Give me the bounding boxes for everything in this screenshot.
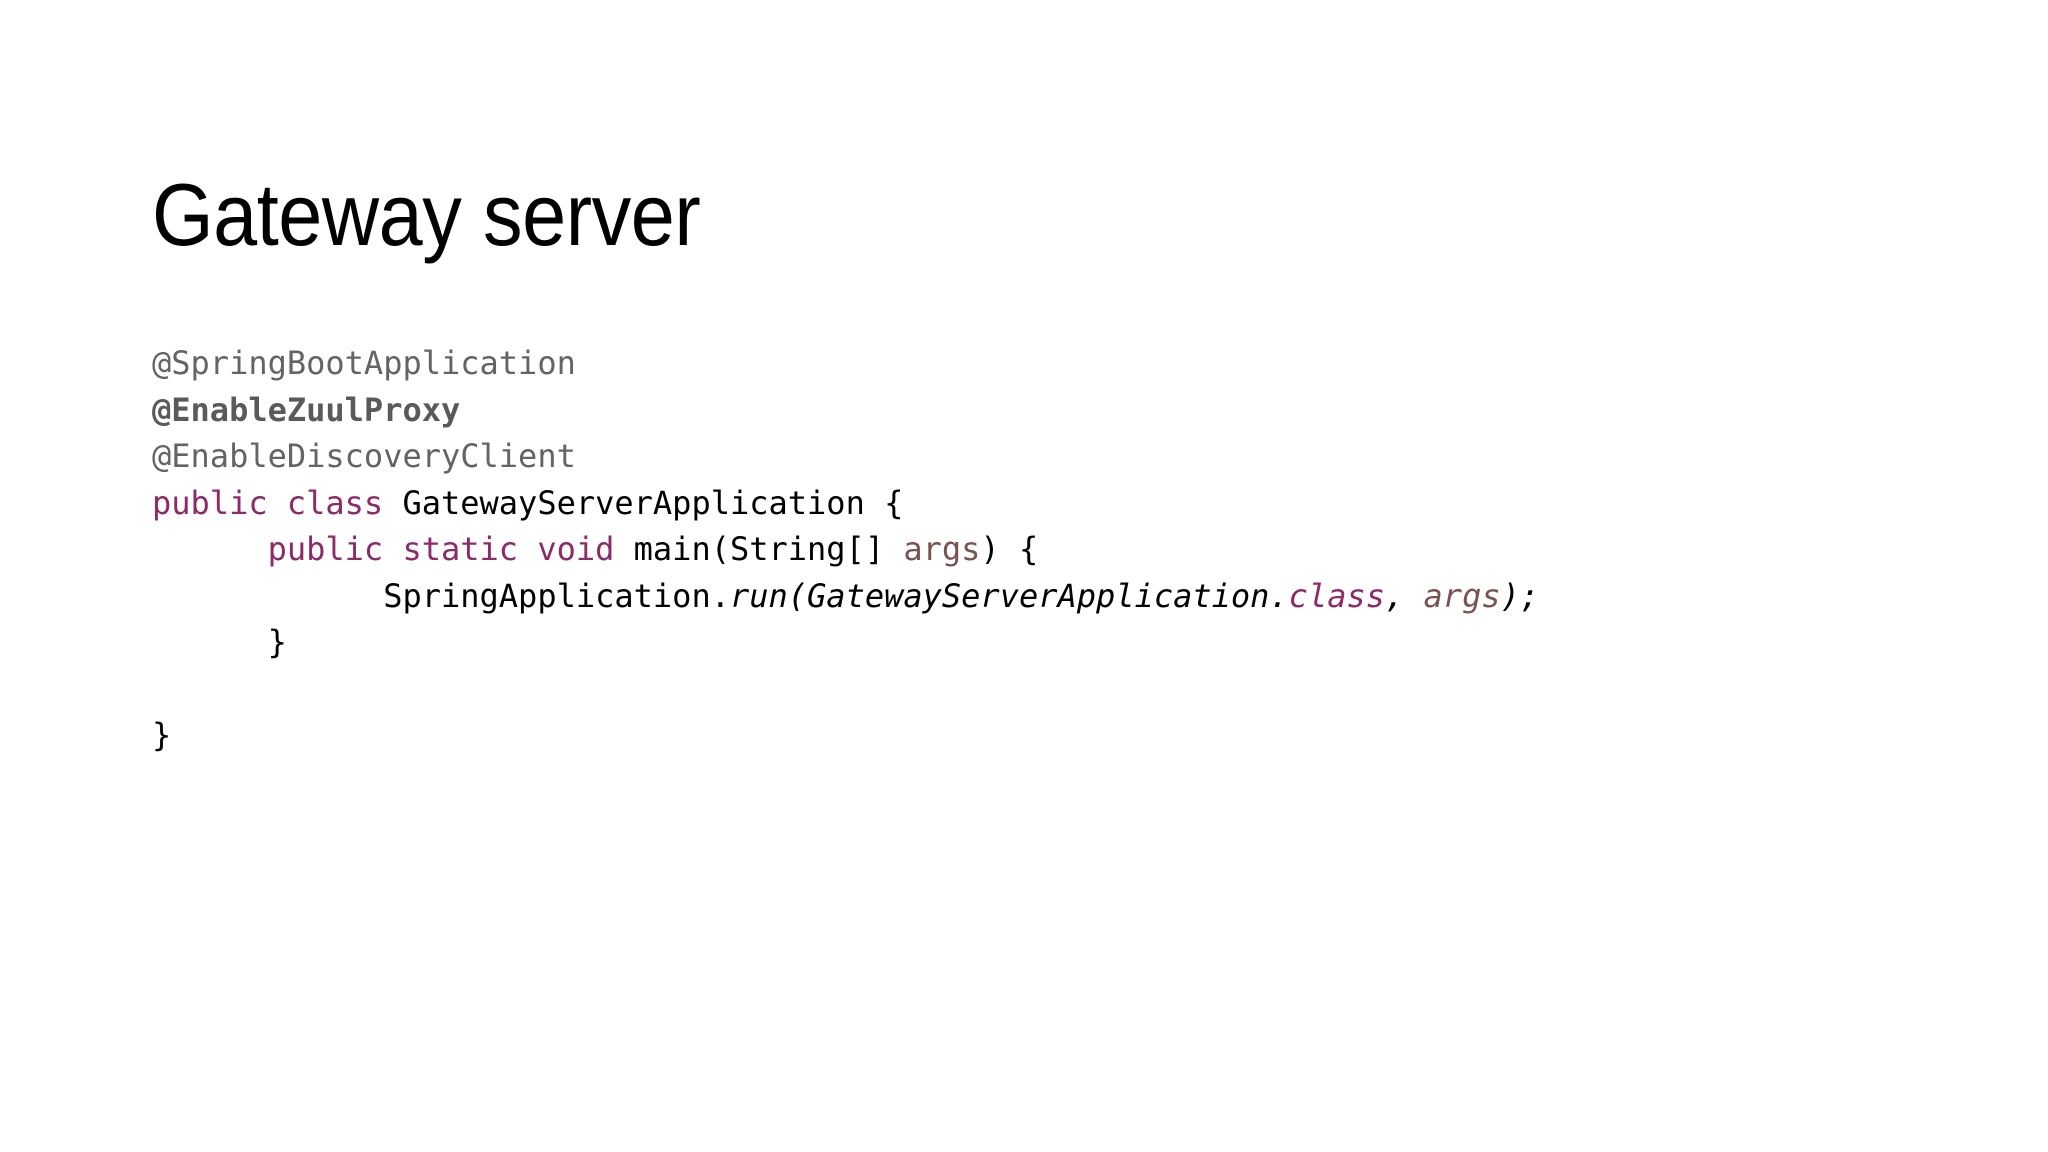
code-block: @SpringBootApplication @EnableZuulProxy @E… [152, 340, 1539, 759]
code-token: GatewayServerApplication { [402, 483, 904, 522]
code-line: @EnableZuulProxy [152, 387, 1539, 434]
code-token: public class [152, 483, 403, 522]
code-token: run(GatewayServerApplication. [729, 576, 1289, 615]
code-line: public static void main(String[] args) { [152, 526, 1539, 573]
code-token: SpringApplication. [383, 576, 730, 615]
code-token: ); [1500, 576, 1540, 615]
code-line: public class GatewayServerApplication { [152, 480, 1539, 527]
code-token: main(String[] [633, 530, 904, 568]
code-token: args [903, 530, 981, 568]
code-token [152, 530, 268, 568]
code-token: @EnableZuulProxy [152, 390, 461, 429]
code-token: public static void [267, 530, 634, 568]
code-token: } [152, 716, 172, 754]
code-token: } [152, 623, 287, 661]
code-token: ) { [980, 530, 1039, 568]
code-line: @EnableDiscoveryClient [152, 433, 1539, 480]
code-line: @SpringBootApplication [152, 340, 1539, 387]
code-line: } [152, 712, 1539, 759]
code-token: , [1385, 576, 1424, 615]
code-token: @SpringBootApplication [152, 344, 576, 382]
code-line: SpringApplication.run(GatewayServerAppli… [152, 573, 1539, 620]
code-token [152, 577, 383, 615]
code-token: args [1423, 576, 1501, 615]
code-token: class [1288, 576, 1385, 615]
code-line: } [152, 619, 1539, 666]
code-line [152, 666, 1539, 713]
page-title: Gateway server [152, 164, 701, 264]
code-token: @EnableDiscoveryClient [152, 437, 576, 475]
